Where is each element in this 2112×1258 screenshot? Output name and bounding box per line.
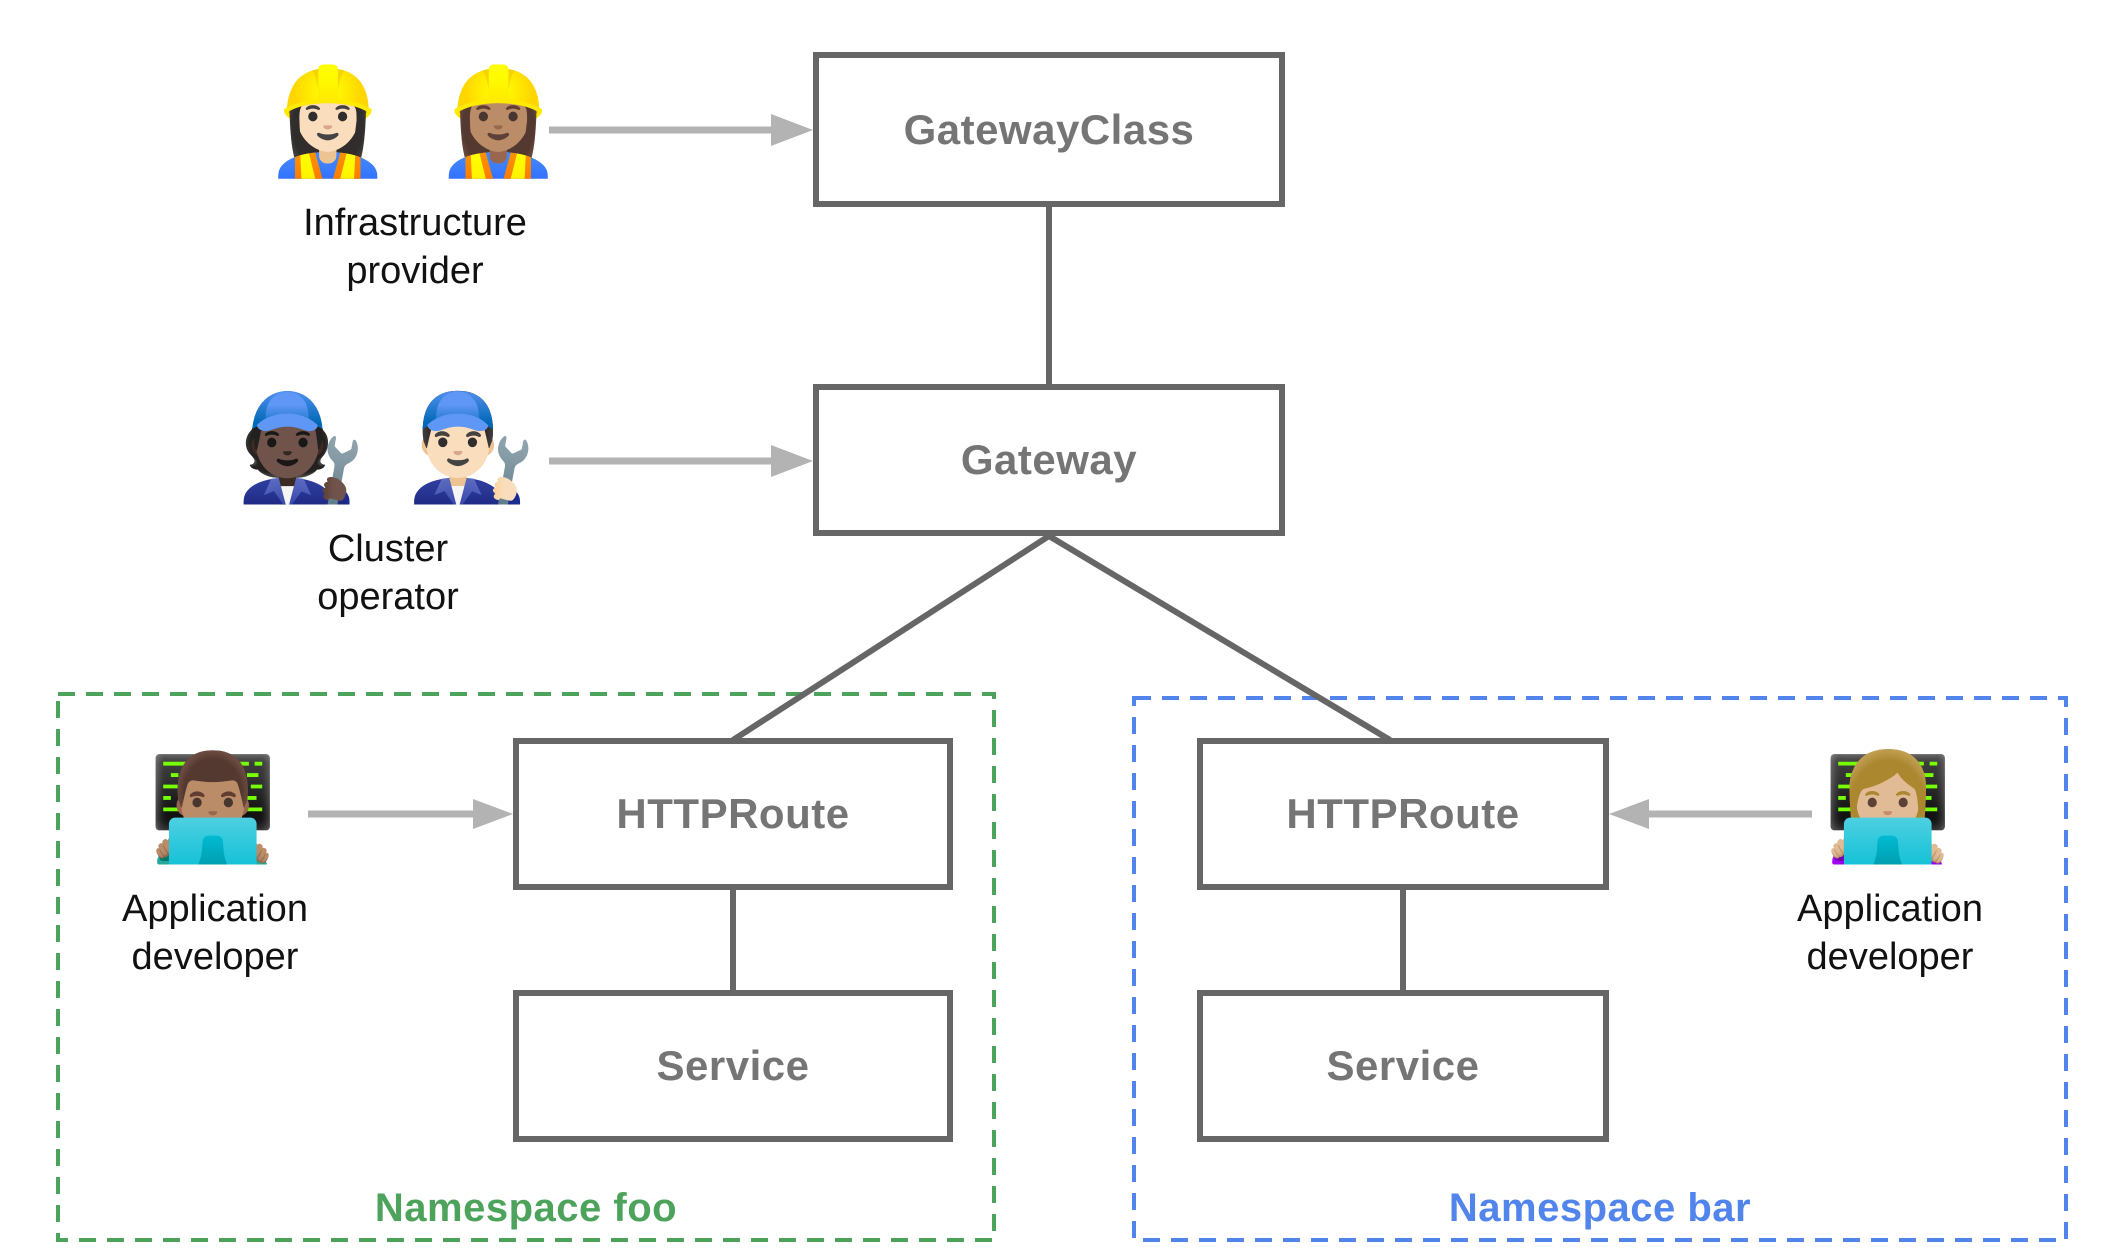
gateway-httproute-foo-connector (731, 533, 1051, 743)
persona-app-developer-bar: 👩🏼‍💻 Application developer (1740, 744, 2040, 981)
node-gatewayclass: GatewayClass (813, 52, 1285, 207)
node-httproute-foo-label: HTTPRoute (616, 790, 850, 837)
persona-cluster-operator: 🧑🏿‍🔧 👨🏻‍🔧 Cluster operator (233, 384, 543, 621)
app-developer-bar-arrow-icon (1609, 799, 1812, 829)
persona-infrastructure-provider: 👷🏻‍♀️ 👷🏽‍♀️ Infrastructure provider (260, 58, 570, 295)
namespace-bar-label: Namespace bar (1448, 1186, 1752, 1230)
node-gateway-label: Gateway (960, 436, 1138, 483)
cluster-operator-arrow-icon (549, 445, 813, 477)
persona-app-developer-bar-label: Application developer (1797, 887, 1983, 978)
node-gateway: Gateway (813, 384, 1285, 536)
construction-worker-emoji-icon: 👷🏻‍♀️ 👷🏽‍♀️ (262, 60, 568, 182)
node-httproute-bar: HTTPRoute (1197, 738, 1609, 890)
woman-technologist-emoji-icon: 👩🏼‍💻 (1823, 746, 1957, 868)
node-gatewayclass-label: GatewayClass (903, 105, 1195, 153)
app-developer-foo-arrow-icon (308, 799, 513, 829)
persona-infrastructure-provider-label: Infrastructure provider (303, 201, 527, 292)
node-service-bar-label: Service (1326, 1042, 1480, 1089)
mechanic-emoji-icon: 🧑🏿‍🔧 👨🏻‍🔧 (235, 386, 541, 508)
namespace-bar-border (1132, 696, 2068, 1242)
namespace-foo-label: Namespace foo (374, 1186, 678, 1230)
persona-app-developer-foo-label: Application developer (122, 887, 308, 978)
persona-app-developer-foo: 👨🏽‍💻 Application developer (65, 744, 365, 981)
persona-cluster-operator-label: Cluster operator (317, 527, 459, 618)
node-httproute-foo: HTTPRoute (513, 738, 953, 890)
node-httproute-bar-label: HTTPRoute (1286, 790, 1520, 837)
infrastructure-provider-arrow-icon (549, 114, 813, 146)
node-service-bar: Service (1197, 990, 1609, 1142)
gateway-httproute-bar-connector (1047, 533, 1392, 743)
node-service-foo: Service (513, 990, 953, 1142)
man-technologist-emoji-icon: 👨🏽‍💻 (148, 746, 282, 868)
namespace-foo-border (56, 692, 996, 1242)
node-service-foo-label: Service (656, 1042, 810, 1089)
